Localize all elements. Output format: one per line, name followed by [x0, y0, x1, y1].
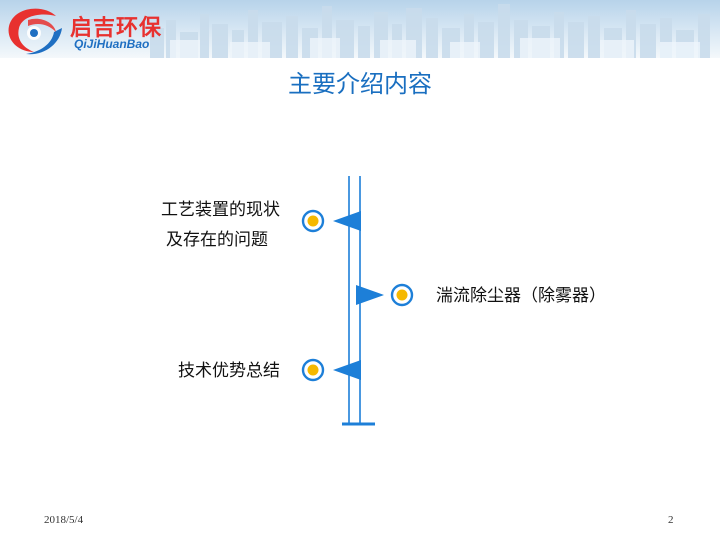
- item-1-line-2: 及存在的问题: [166, 230, 268, 250]
- red-blue-swirl-logo-icon: [8, 8, 62, 55]
- item-1-label: 工艺装置的现状 及存在的问题: [120, 195, 280, 255]
- city-skyline-image: [150, 4, 710, 58]
- item-2-pointer-flag: [356, 285, 384, 305]
- footer-date: 2018/5/4: [44, 514, 84, 526]
- item-1-bullet-icon: [301, 209, 325, 233]
- item-1-pointer-flag: [333, 211, 361, 231]
- item-3-pointer-flag: [333, 360, 361, 380]
- logo-text-en: QiJiHuanBao: [74, 37, 150, 51]
- item-1-line-1: 工艺装置的现状: [161, 200, 280, 220]
- item-3-bullet-icon: [301, 358, 325, 382]
- page-title: 主要介绍内容: [288, 70, 432, 98]
- item-2-label: 湍流除尘器（除雾器）: [436, 286, 606, 306]
- item-2-bullet-icon: [390, 283, 414, 307]
- page-number: 2: [668, 514, 674, 526]
- brand-logo: 启吉环保 QiJiHuanBao: [4, 4, 164, 56]
- item-3-label: 技术优势总结: [178, 361, 280, 381]
- header-banner: 启吉环保 QiJiHuanBao: [0, 0, 720, 58]
- logo-text-cn: 启吉环保: [70, 16, 163, 41]
